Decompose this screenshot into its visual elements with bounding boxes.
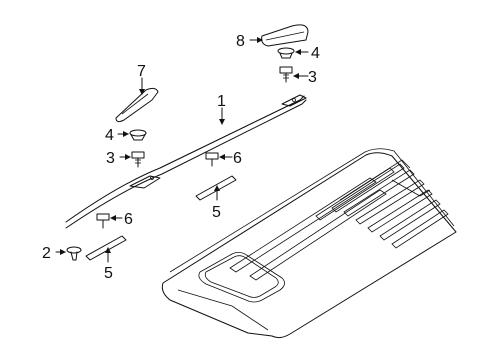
callout-5-lower: 5 (104, 265, 113, 282)
callout-3-lower: 3 (106, 150, 115, 167)
roof-rail (65, 94, 307, 229)
bolt-3-lower (131, 151, 145, 168)
callout-6-upper: 6 (233, 150, 242, 167)
nut-4-lower (129, 129, 147, 141)
callout-4-upper: 4 (311, 45, 320, 62)
callout-5-upper: 5 (212, 204, 221, 221)
callout-2: 2 (42, 245, 51, 262)
callout-7: 7 (137, 63, 146, 80)
callout-6-lower: 6 (124, 211, 133, 228)
front-end-cover (115, 87, 159, 123)
nut-4-upper (277, 47, 295, 59)
callout-3-upper: 3 (308, 69, 317, 86)
leader-lines (55, 37, 309, 263)
moulding-5-lower (85, 235, 127, 261)
callout-8: 8 (236, 33, 245, 50)
moulding-5-upper (195, 175, 237, 201)
callout-4-lower: 4 (105, 127, 114, 144)
bolt-3-upper (279, 66, 293, 83)
callout-1: 1 (217, 93, 226, 110)
rear-end-cover (261, 24, 309, 47)
roof-panel (161, 148, 457, 339)
clip-2 (66, 246, 82, 261)
bolt-6-upper (205, 152, 219, 167)
bolt-6-lower (96, 213, 110, 229)
